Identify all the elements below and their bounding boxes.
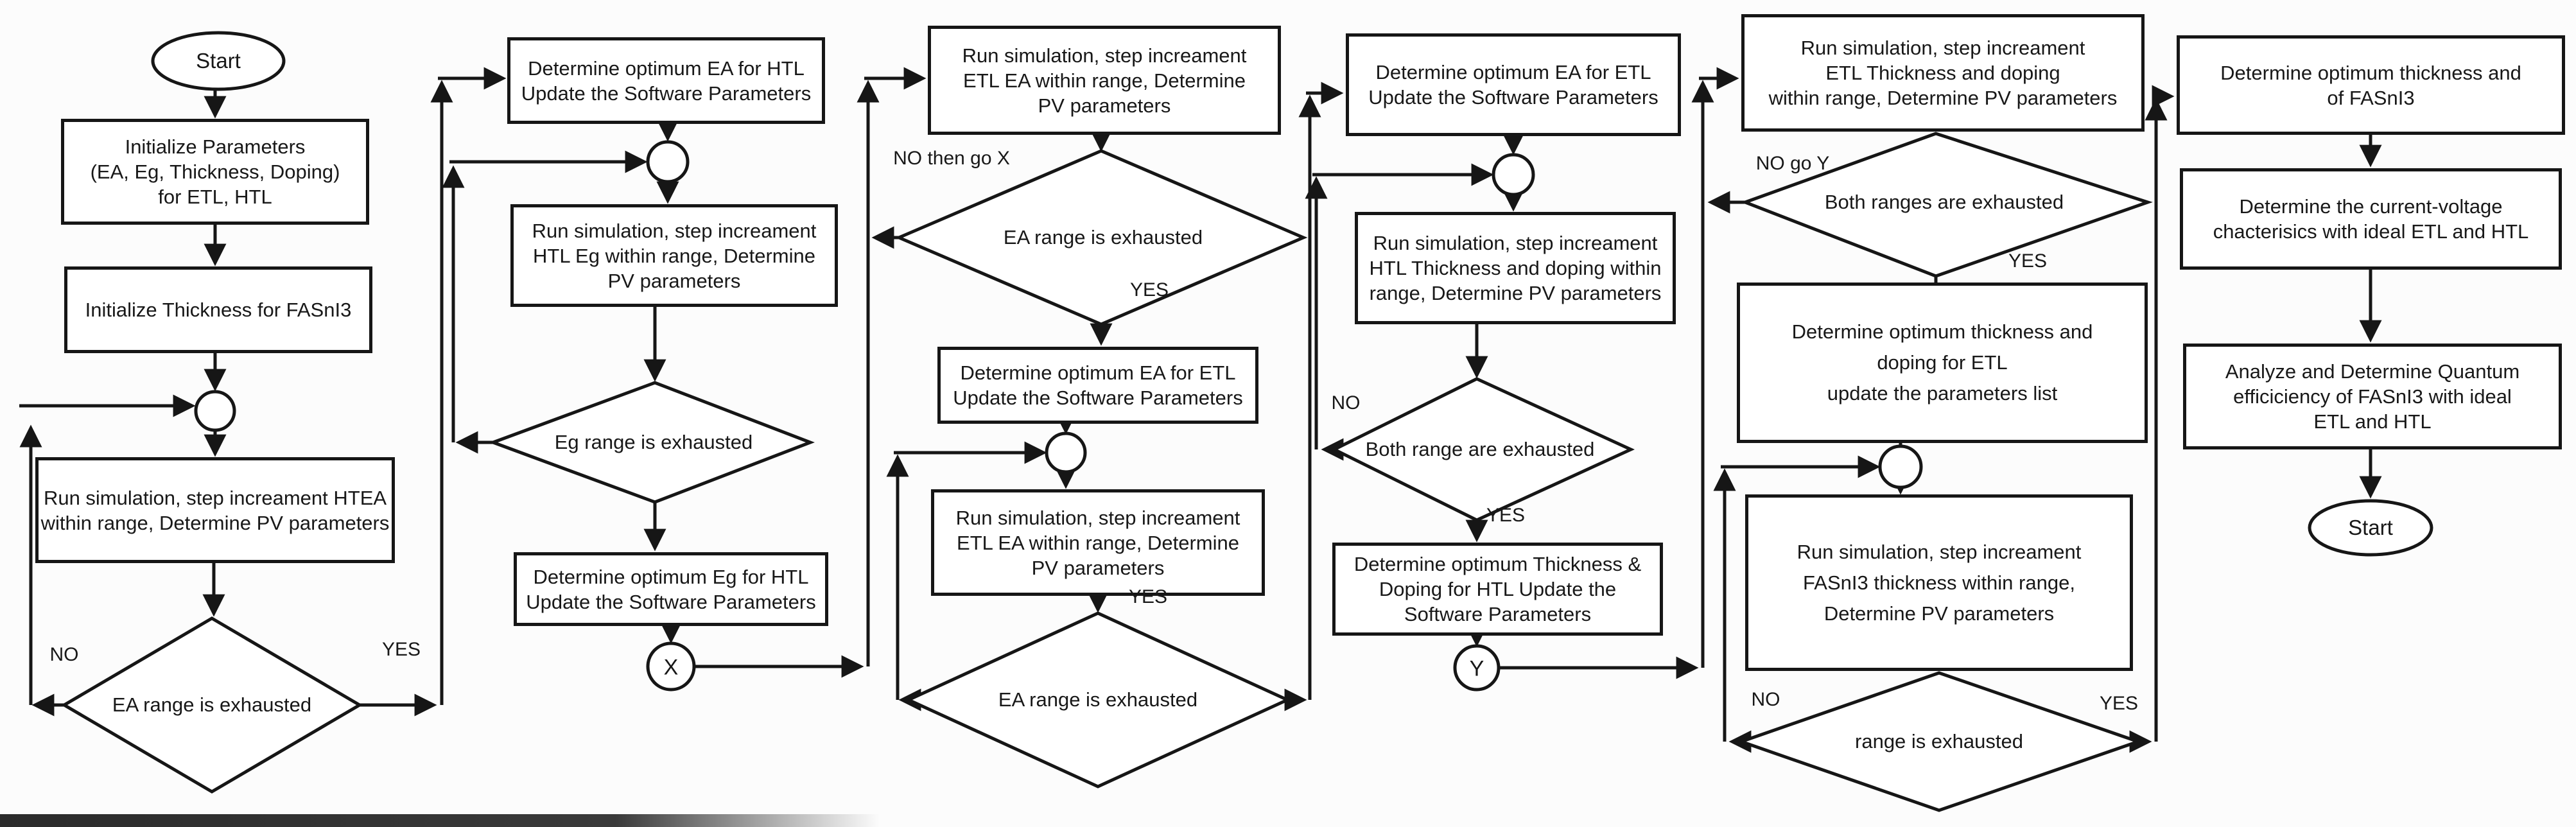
process-current-voltage-characteristics: Determine the current-voltage chacterisi… xyxy=(2180,168,2562,270)
decision-ea-etl-1-shape xyxy=(894,149,1308,326)
decision-eg-htl-label: Eg range is exhausted xyxy=(554,431,753,453)
edge-label-yes-1: YES xyxy=(381,639,421,660)
process-run-fasni3-thickness: Run simulation, step increament FASnI3 t… xyxy=(1745,494,2133,671)
process-optimum-thickness-doping-htl: Determine optimum Thickness & Doping for… xyxy=(1332,543,1663,636)
connector-circle-3 xyxy=(1045,431,1087,474)
edge-label-no-then-go-x: NO then go X xyxy=(893,148,1010,169)
connector-y-shape xyxy=(1453,644,1501,692)
edge-label-yes-6: YES xyxy=(2008,250,2048,272)
edge-label-yes-7: YES xyxy=(2099,693,2139,714)
decision-both-etl-shape xyxy=(1740,132,2153,278)
edge-label-no-1: NO xyxy=(49,644,79,665)
decision-ea-etl-1-label: EA range is exhausted xyxy=(1003,226,1203,248)
edge-label-no-7: NO xyxy=(1751,689,1780,710)
process-initialize-parameters: Initialize Parameters (EA, Eg, Thickness… xyxy=(61,119,369,225)
process-quantum-efficiency: Analyze and Determine Quantum efficicien… xyxy=(2183,344,2562,449)
decision-both-etl-label: Both ranges are exhausted xyxy=(1824,191,2064,213)
decision-ea-htl-shape xyxy=(61,616,363,794)
connector-y-label: Y xyxy=(1469,656,1484,681)
terminator-start-bottom-shape xyxy=(2308,499,2433,557)
connector-x-shape xyxy=(646,641,696,692)
terminator-start-top-label: Start xyxy=(196,49,241,73)
edge-label-yes-3: YES xyxy=(1129,279,1169,300)
edge-label-no-5: NO xyxy=(1331,392,1361,413)
decision-fasni3-label: range is exhausted xyxy=(1855,730,2023,753)
process-run-htl-thickness-doping: Run simulation, step increament HTL Thic… xyxy=(1355,212,1676,324)
decision-ea-etl-2-label: EA range is exhausted xyxy=(998,688,1198,711)
process-optimum-ea-htl: Determine optimum EA for HTL Update the … xyxy=(507,37,825,124)
decision-ea-htl-label: EA range is exhausted xyxy=(112,693,312,716)
process-run-htl-eg: Run simulation, step increament HTL Eg w… xyxy=(510,204,838,307)
process-run-etl-ea-1: Run simulation, step increament ETL EA w… xyxy=(928,26,1281,135)
edge-label-yes-5: YES xyxy=(1486,505,1526,526)
process-optimum-ea-etl-2: Determine optimum EA for ETL Update the … xyxy=(1346,33,1681,136)
process-optimum-eg-htl: Determine optimum Eg for HTL Update the … xyxy=(514,552,828,626)
decision-ea-etl-2-shape xyxy=(904,611,1292,788)
connector-circle-4 xyxy=(1492,153,1535,196)
process-optimum-ea-etl-1: Determine optimum EA for ETL Update the … xyxy=(937,347,1258,424)
process-run-etl-thickness-doping: Run simulation, step increament ETL Thic… xyxy=(1741,14,2145,132)
process-run-etl-ea-2: Run simulation, step increament ETL EA w… xyxy=(931,489,1265,596)
decision-both-htl-shape xyxy=(1330,377,1635,522)
terminator-start-top-shape xyxy=(151,31,286,91)
edge-label-yes-4: YES xyxy=(1128,586,1168,607)
decision-eg-htl-shape xyxy=(488,381,815,504)
edge-label-no-go-y: NO go Y xyxy=(1755,153,1830,174)
terminator-start-bottom-label: Start xyxy=(2348,516,2393,539)
bottom-edge-artifact-bar xyxy=(0,814,880,827)
process-optimum-thickness-fasni3: Determine optimum thickness and of FASnI… xyxy=(2177,35,2565,135)
connector-circle-5 xyxy=(1878,444,1923,489)
connector-circle-2 xyxy=(646,140,690,184)
process-optimum-thickness-doping-etl: Determine optimum thickness and doping f… xyxy=(1737,283,2148,443)
connector-x-label: X xyxy=(663,655,679,680)
process-run-htea: Run simulation, step increament HTEA wit… xyxy=(35,457,395,563)
decision-both-htl-label: Both range are exhausted xyxy=(1365,438,1595,460)
connector-circle-1 xyxy=(194,390,236,432)
process-initialize-thickness: Initialize Thickness for FASnI3 xyxy=(64,266,372,353)
decision-fasni3-shape xyxy=(1736,671,2143,812)
